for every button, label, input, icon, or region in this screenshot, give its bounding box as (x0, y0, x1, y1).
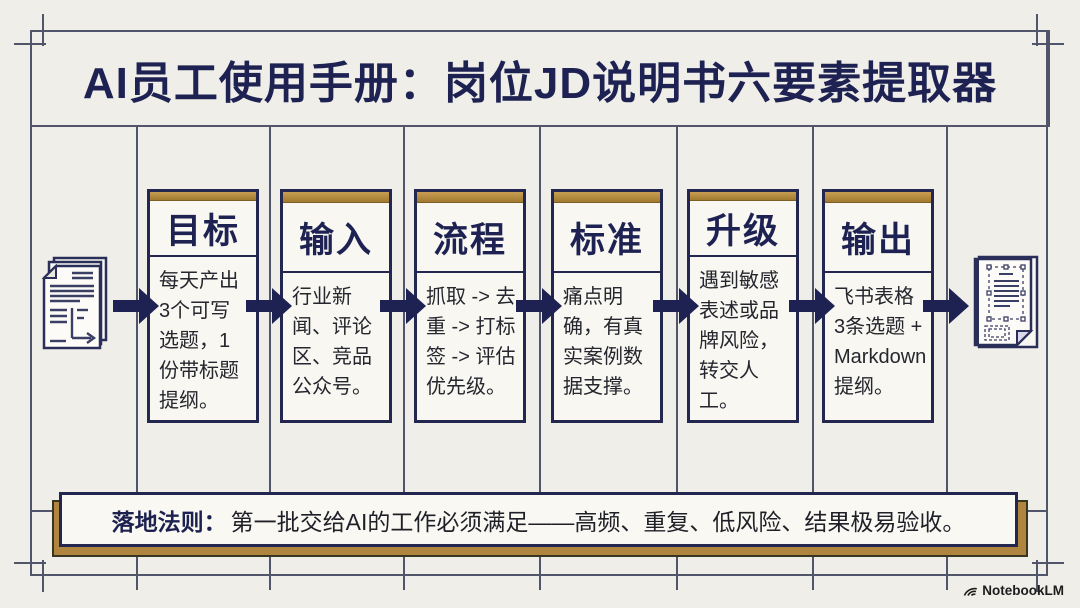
card-title: 输出 (840, 220, 915, 260)
grid-column-line (676, 125, 678, 590)
flow-arrow-icon (380, 288, 426, 324)
grid-column-line (539, 125, 541, 590)
card-gold-bar (417, 192, 523, 203)
corner-tick (42, 560, 44, 592)
source-documents-icon (41, 256, 108, 350)
grid-column-line (946, 125, 948, 590)
grid-column-line (136, 125, 138, 590)
flow-arrow-icon (113, 288, 159, 324)
card-title: 流程 (432, 220, 507, 260)
flow-arrow-icon (653, 288, 699, 324)
card-divider (690, 255, 796, 257)
card-title: 目标 (165, 211, 240, 251)
step-card-standard: 标准 痛点明确，有真实案例数据支撑。 (551, 189, 663, 423)
frame-left-line (30, 30, 32, 576)
page-title: AI员工使用手册：岗位JD说明书六要素提取器 (82, 58, 998, 108)
card-divider (825, 271, 931, 273)
corner-tick (1036, 560, 1038, 592)
rule-banner-label: 落地法则： (111, 508, 227, 535)
card-gold-bar (825, 192, 931, 203)
rule-banner-text: 第一批交给AI的工作必须满足——高频、重复、低风险、结果极易验收。 (230, 508, 966, 535)
flow-arrow-icon (923, 288, 969, 324)
rule-banner: 落地法则： 第一批交给AI的工作必须满足——高频、重复、低风险、结果极易验收。 (59, 492, 1018, 547)
card-gold-bar (690, 192, 796, 201)
step-card-output: 输出 飞书表格3条选题 + Markdown提纲。 (822, 189, 934, 423)
grid-column-line (403, 125, 405, 590)
step-card-input: 输入 行业新闻、评论区、竞品公众号。 (280, 189, 392, 423)
flow-arrow-icon (789, 288, 835, 324)
grid-column-line (269, 125, 271, 590)
corner-tick (14, 562, 46, 564)
card-body: 痛点明确，有真实案例数据支撑。 (563, 286, 643, 398)
output-document-icon (973, 255, 1039, 349)
card-title: 标准 (569, 220, 644, 260)
card-divider (283, 271, 389, 273)
step-card-goal: 目标 每天产出3个可写选题，1份带标题提纲。 (147, 189, 259, 423)
card-body: 抓取 -> 去重 -> 打标签 -> 评估优先级。 (426, 286, 516, 398)
watermark-text: NotebookLM (982, 583, 1064, 598)
card-gold-bar (150, 192, 256, 201)
card-divider (150, 255, 256, 257)
grid-column-line (812, 125, 814, 590)
flow-arrow-icon (246, 288, 292, 324)
card-divider (417, 271, 523, 273)
card-divider (554, 271, 660, 273)
title-box: AI员工使用手册：岗位JD说明书六要素提取器 (30, 30, 1050, 127)
notebooklm-logo-icon (964, 587, 978, 597)
card-title: 升级 (705, 211, 780, 251)
step-card-escalation: 升级 遇到敏感表述或品牌风险，转交人工。 (687, 189, 799, 423)
card-body: 遇到敏感表述或品牌风险，转交人工。 (699, 270, 779, 412)
card-body: 行业新闻、评论区、竞品公众号。 (292, 286, 372, 398)
corner-tick (1032, 562, 1064, 564)
watermark: NotebookLM (963, 583, 1064, 598)
step-card-process: 流程 抓取 -> 去重 -> 打标签 -> 评估优先级。 (414, 189, 526, 423)
frame-right-line (1046, 30, 1048, 576)
card-title: 输入 (298, 220, 373, 260)
card-gold-bar (283, 192, 389, 203)
flow-arrow-icon (516, 288, 562, 324)
card-body: 每天产出3个可写选题，1份带标题提纲。 (159, 270, 239, 412)
card-gold-bar (554, 192, 660, 203)
card-body: 飞书表格3条选题 + Markdown提纲。 (834, 286, 927, 398)
